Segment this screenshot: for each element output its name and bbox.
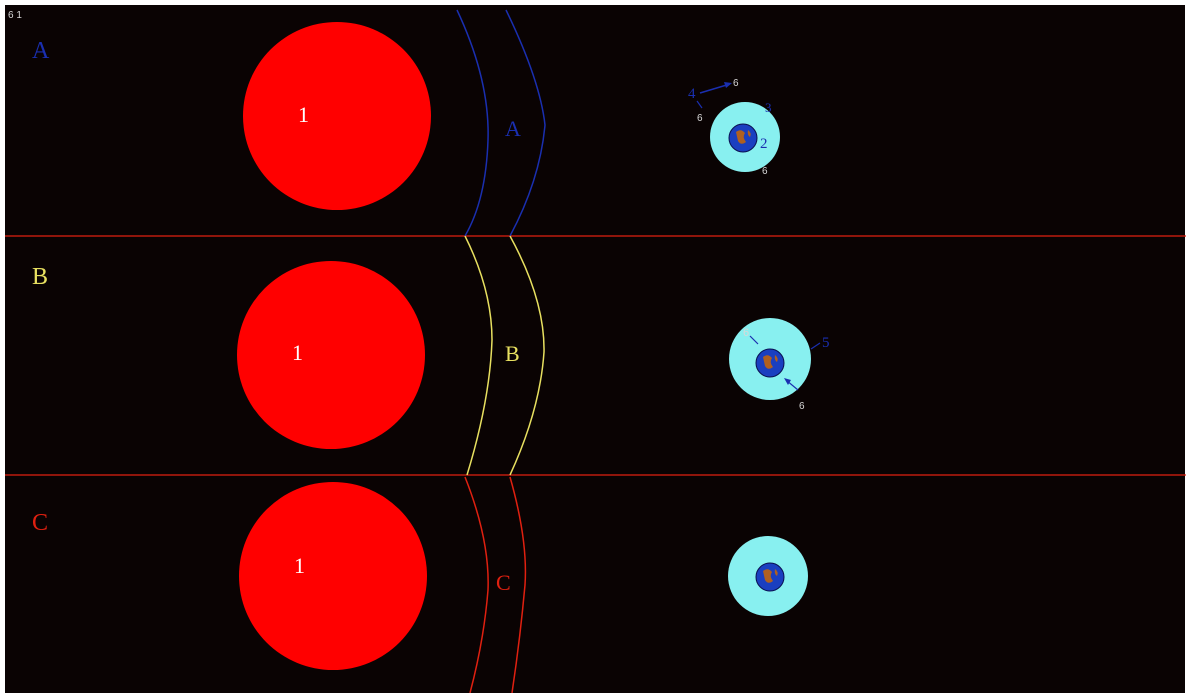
wave-c-left <box>464 476 489 693</box>
arrowhead-a-4-icon <box>724 82 732 88</box>
earth-a-icon <box>728 123 758 153</box>
earth-c-icon <box>755 562 785 592</box>
marker-a-3: 3 <box>765 100 772 115</box>
panel-b: B 1 B 5 6 6 <box>32 235 830 476</box>
particle-b-2: 6 <box>799 401 805 412</box>
wave-c-right <box>509 476 527 693</box>
particle-a-3: 6 <box>762 166 768 177</box>
marker-a-4: 4 <box>688 86 696 102</box>
arrow-a-4 <box>699 83 731 94</box>
wave-b-left <box>464 235 493 476</box>
sun-b <box>237 261 425 449</box>
wave-b-right <box>509 235 545 476</box>
panel-a: A 1 A 4 3 2 6 6 6 <box>32 9 780 237</box>
diagram-background <box>5 5 1185 693</box>
panel-a-label: A <box>32 38 50 64</box>
arrow-b-5 <box>810 342 821 350</box>
sun-a-label: 1 <box>298 102 309 127</box>
arrow-a-4b <box>696 100 703 109</box>
wave-b-label: B <box>505 341 520 366</box>
corner-mark: 6 1 <box>8 10 22 21</box>
particle-a-2: 6 <box>697 113 703 124</box>
wave-c-label: C <box>496 570 511 595</box>
sun-c-label: 1 <box>294 553 305 578</box>
arrowhead-b-bottom-icon <box>784 378 791 385</box>
wave-a-left <box>456 9 489 237</box>
marker-b-5: 5 <box>822 335 830 351</box>
panel-c: C 1 C <box>32 476 808 693</box>
wave-a-label: A <box>505 116 521 141</box>
panel-c-label: C <box>32 510 48 536</box>
particle-a-1: 6 <box>733 78 739 89</box>
marker-a-2: 2 <box>760 136 768 152</box>
sun-c <box>239 482 427 670</box>
wave-a-right <box>505 9 546 237</box>
particle-b-1: 6 <box>743 327 749 339</box>
sun-a <box>243 22 431 210</box>
sun-b-label: 1 <box>292 340 303 365</box>
panel-b-label: B <box>32 264 48 290</box>
earth-b-icon <box>755 348 785 378</box>
arrow-b-top <box>749 335 759 345</box>
